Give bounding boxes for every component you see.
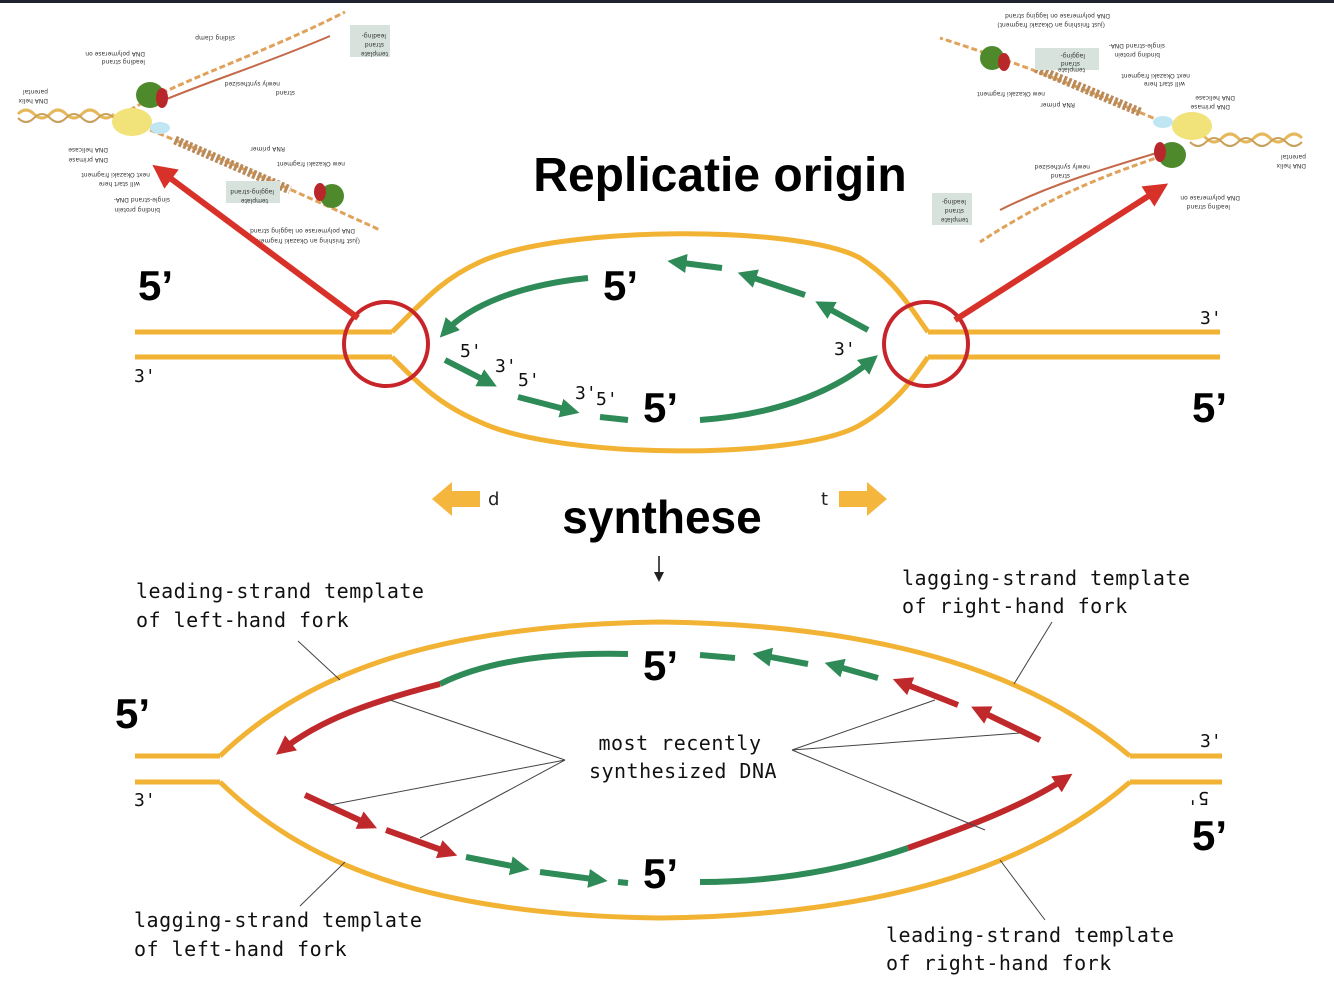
- inset-left-fork: sliding clamp DNA polymerase on leading …: [16, 10, 390, 244]
- top-small-label-2: 5': [518, 370, 540, 391]
- inset-right-text-7: next Okazaki fragment: [1121, 72, 1190, 79]
- inset-right-text-12: DNA primase: [1190, 103, 1230, 110]
- inset-right-text-18: leading strand: [1187, 203, 1230, 210]
- left-lagging-fragments: [303, 792, 629, 888]
- top-small-label-0: 5': [460, 341, 482, 362]
- inset-right-text-0: DNA polymerase on lagging strand: [1005, 12, 1110, 19]
- left-fork-circle: [342, 300, 430, 388]
- bottom-right-five-prime: 5’: [1192, 812, 1227, 859]
- inset-left-text-16: template: [241, 197, 268, 204]
- inset-left-text-5: parental: [23, 88, 48, 95]
- top-new-strands: [439, 253, 878, 423]
- inset-left-text-3: newly synthesized: [225, 80, 280, 87]
- inset-left-text-9: RNA primer: [250, 145, 285, 152]
- right-direction-label: t: [821, 489, 828, 510]
- right-fork-circle: [882, 300, 970, 388]
- inset-right-text-6: binding protein: [1114, 51, 1160, 58]
- inset-right-text-20: strand: [945, 207, 964, 214]
- inset-left-text-20: strand: [365, 41, 384, 48]
- right-lagging-fragments: [699, 647, 1042, 743]
- bottom-template-strands: [135, 619, 1222, 921]
- bottom-left-five-prime: 5’: [115, 690, 150, 737]
- bottom-left-three-prime: 3': [134, 790, 156, 811]
- inset-right-fork: DNA polymerase on lagging strand (just f…: [932, 12, 1306, 244]
- top-template-strands: [135, 231, 1220, 454]
- top-small-label-3: 3': [575, 383, 597, 404]
- inset-left-text-7: DNA helicase: [68, 146, 108, 153]
- inset-right-text-11: DNA helicase: [1195, 94, 1235, 101]
- inset-right-text-15: newly synthesized: [1035, 163, 1090, 170]
- bottom-upper-strand-five-prime: 5’: [643, 642, 678, 689]
- inset-left-text-6: DNA helix: [18, 97, 48, 104]
- left-leading-new-green: [438, 650, 629, 687]
- inset-right-text-19: leading-: [942, 198, 966, 205]
- right-leading-new-red: [906, 773, 1073, 851]
- bl-label-line1: lagging-strand template: [134, 908, 422, 932]
- inset-right-text-16: strand: [1051, 172, 1070, 179]
- top-small-label-1: 3': [495, 356, 517, 377]
- inset-right-text-14: DNA helix: [1276, 162, 1306, 169]
- inset-right-text-9: new Okazaki fragment: [977, 90, 1045, 97]
- right-direction-arrow: [839, 482, 887, 516]
- top-border: [0, 0, 1334, 3]
- inset-left-text-0: sliding clamp: [195, 34, 235, 41]
- left-leading-new-red: [275, 681, 441, 755]
- inset-left-text-21: template: [361, 50, 388, 57]
- inset-left-text-19: leading-: [362, 32, 386, 39]
- left-direction-arrow: [432, 482, 480, 516]
- tr-label-line1: lagging-strand template: [902, 566, 1190, 590]
- bottom-right-three-prime: 3': [1200, 731, 1222, 752]
- tl-label-line2: of left-hand fork: [136, 608, 349, 632]
- top-lower-strand-five-prime: 5’: [643, 384, 678, 431]
- inset-right-text-2: lagging-: [1061, 52, 1085, 59]
- recent-dna-label-line2: synthesized DNA: [589, 759, 777, 783]
- left-pointer-arrow: [152, 164, 360, 321]
- synthesis-label: synthese: [562, 491, 761, 543]
- right-pointer-arrow: [953, 183, 1169, 323]
- br-label-line2: of right-hand fork: [886, 951, 1112, 975]
- bottom-right-small-five-prime: 5': [1187, 787, 1209, 808]
- inset-left-text-1: DNA polymerase on: [85, 50, 145, 57]
- inset-left-text-13: single-strand DNA-: [114, 196, 170, 203]
- inset-left-text-2: leading strand: [102, 58, 145, 65]
- inset-right-text-3: strand: [1061, 60, 1080, 67]
- down-arrow-head: [654, 572, 664, 582]
- br-label-line1: leading-strand template: [886, 923, 1174, 947]
- left-direction-label: d: [488, 489, 499, 510]
- top-small-label-4: 5': [596, 389, 618, 410]
- inset-left-text-4: strand: [276, 89, 295, 96]
- leader-lines: [297, 621, 1053, 921]
- inset-right-text-21: template: [941, 216, 968, 223]
- inset-right-text-5: single-strand DNA-: [1109, 42, 1165, 49]
- recent-dna-label-line1: most recently: [598, 731, 761, 755]
- inset-left-text-11: next Okazaki fragment: [81, 171, 150, 178]
- inset-right-text-17: DNA polymerase on: [1180, 194, 1240, 201]
- top-right-five-prime: 5’: [1192, 384, 1227, 431]
- inset-right-text-4: template: [1058, 66, 1085, 73]
- inset-left-text-14: binding protein: [114, 206, 160, 213]
- bottom-lower-strand-five-prime: 5’: [643, 850, 678, 897]
- inset-left-text-8: DNA primase: [68, 156, 108, 163]
- inset-left-text-10: new Okazaki fragment: [277, 160, 345, 167]
- right-leading-new-green: [699, 845, 909, 885]
- top-right-three-prime: 3': [1200, 308, 1222, 329]
- inset-right-text-13: parental: [1281, 153, 1306, 160]
- tr-label-line2: of right-hand fork: [902, 594, 1128, 618]
- inset-left-text-17: DNA polymerase on lagging strand: [250, 227, 355, 234]
- inset-left-text-15: lagging-strand: [230, 188, 274, 195]
- bl-label-line2: of left-hand fork: [134, 937, 347, 961]
- diagram-title: Replicatie origin: [533, 149, 906, 202]
- tl-label-line1: leading-strand template: [136, 579, 424, 603]
- inset-right-text-8: will start here: [1143, 80, 1185, 87]
- inset-right-text-1: (just finishing an Okazaki fragment): [997, 21, 1105, 28]
- inset-right-text-10: RNA primer: [1040, 101, 1075, 108]
- top-left-five-prime: 5’: [138, 262, 173, 309]
- top-left-three-prime: 3': [134, 366, 156, 387]
- top-small-label-5: 3': [834, 339, 856, 360]
- inset-left-text-12: will start here: [98, 180, 140, 187]
- top-upper-strand-five-prime: 5’: [603, 262, 638, 309]
- inset-left-text-18: (just finishing an Okazaki fragment): [252, 237, 360, 244]
